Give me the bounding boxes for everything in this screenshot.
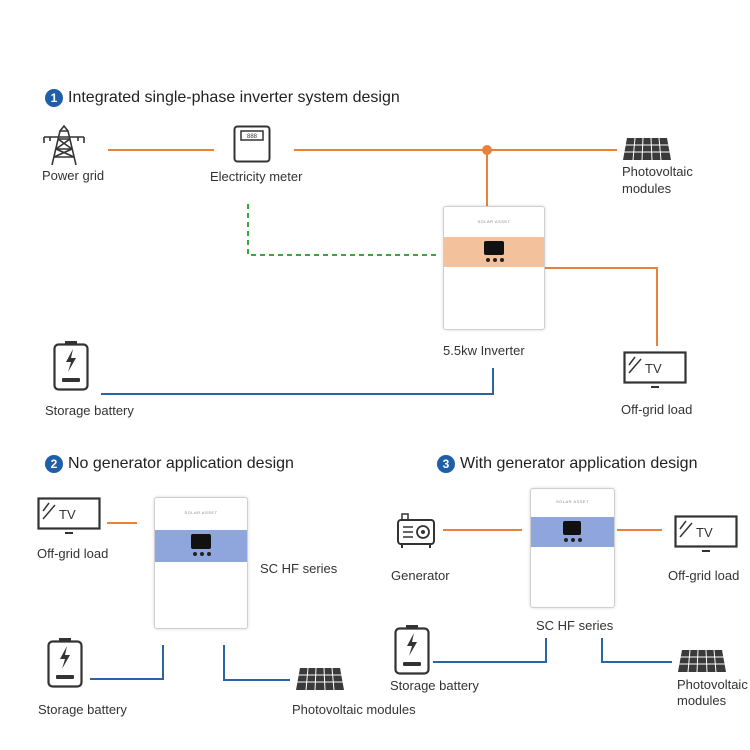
s2-inverter-icon: SOLAR ASSET — [154, 497, 248, 629]
s3-pv-modules-label-line1: Photovoltaic — [677, 677, 748, 692]
s3-battery-line — [433, 638, 547, 663]
s2-pv-line — [223, 645, 290, 681]
s2-offgrid-load-label: Off-grid load — [37, 546, 109, 561]
pv-modules-label-line1: Photovoltaic — [622, 164, 693, 179]
section3-number-badge: 3 — [437, 455, 455, 473]
tv-icon — [623, 351, 687, 388]
s3-inverter-icon: SOLAR ASSET — [530, 488, 615, 608]
s3-battery-icon — [394, 625, 430, 675]
s2-solar-panel-icon — [296, 668, 344, 690]
section1-title: 1 Integrated single-phase inverter syste… — [45, 89, 400, 107]
power-grid-label: Power grid — [42, 168, 105, 183]
pv-modules-label-line2: modules — [622, 181, 672, 196]
svg-text:888: 888 — [247, 134, 258, 140]
s3-generator-label: Generator — [391, 568, 450, 583]
section2-title-text: No generator application design — [68, 455, 294, 472]
s2-pv-modules-label: Photovoltaic modules — [292, 702, 416, 717]
section1-number-badge: 1 — [45, 89, 63, 107]
section3-title: 3 With generator application design — [437, 455, 697, 473]
solar-panel-icon — [623, 138, 671, 160]
battery-icon — [53, 341, 89, 391]
section3-title-text: With generator application design — [460, 455, 698, 472]
s3-series-label: SC HF series — [536, 618, 614, 633]
s3-pv-modules-label-line2: modules — [677, 693, 727, 708]
s2-tv-icon — [37, 497, 101, 534]
inverter-icon: SOLAR ASSET — [443, 206, 545, 330]
s2-series-label: SC HF series — [260, 561, 338, 576]
electricity-meter-icon: 888 — [233, 125, 271, 163]
storage-battery-label: Storage battery — [45, 403, 134, 418]
power-tower-icon — [43, 125, 85, 166]
section1-title-text: Integrated single-phase inverter system … — [68, 89, 400, 106]
s2-battery-line — [90, 645, 164, 680]
meter-signal-line — [247, 204, 440, 256]
s3-storage-battery-label: Storage battery — [390, 678, 479, 693]
inverter-label: 5.5kw Inverter — [443, 343, 525, 358]
s2-tv-text: TV — [59, 507, 76, 522]
tv-text: TV — [645, 361, 662, 376]
electricity-meter-label: Electricity meter — [210, 169, 303, 184]
s3-tv-text: TV — [696, 525, 713, 540]
section2-number-badge: 2 — [45, 455, 63, 473]
generator-icon — [397, 513, 435, 548]
s3-tv-icon — [674, 515, 738, 552]
inverter-to-load-line — [545, 267, 658, 346]
section2-title: 2 No generator application design — [45, 455, 294, 473]
offgrid-load-label: Off-grid load — [621, 402, 693, 417]
s2-storage-battery-label: Storage battery — [38, 702, 127, 717]
s3-offgrid-load-label: Off-grid load — [668, 568, 740, 583]
s3-solar-panel-icon — [678, 650, 726, 672]
s2-battery-icon — [47, 638, 83, 688]
s3-pv-line — [601, 638, 672, 663]
battery-to-inverter-line — [101, 368, 494, 395]
